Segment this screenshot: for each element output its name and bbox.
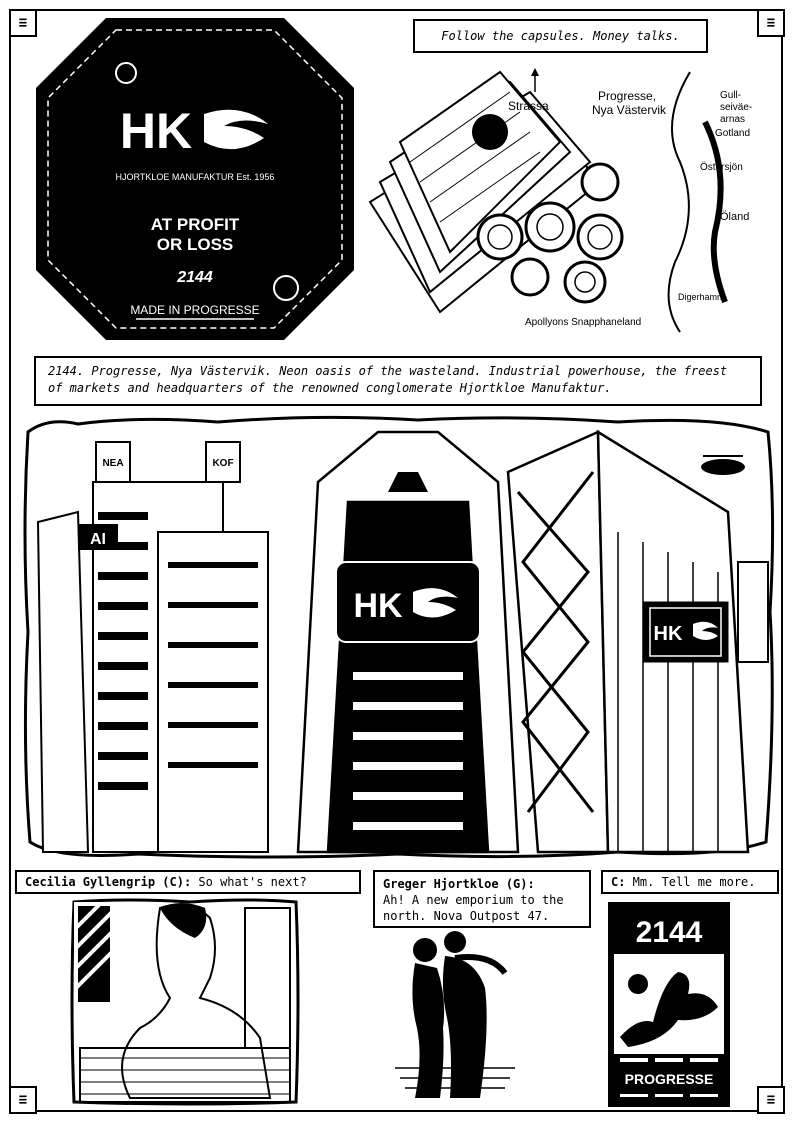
speaker-greger: Greger Hjortkloe (G): xyxy=(383,877,535,891)
speaker-c: C: xyxy=(611,875,626,889)
progresse-poster-panel: 2144 PROGRESSE xyxy=(608,902,730,1107)
map-label-apollyon: Apollyons Snapphaneland xyxy=(525,317,641,328)
sign-kof-icon xyxy=(205,441,241,483)
logo-slogan-1: AT PROFIT xyxy=(151,215,240,234)
sign-nea-label: NEA xyxy=(102,458,123,469)
corner-glyph: ≡ xyxy=(18,1092,28,1108)
dialogue-greger-text: Ah! A new emporium to the north. Nova Ou… xyxy=(383,893,564,923)
map-label-gull-3: arnas xyxy=(720,114,745,125)
corner-marker-top-right: ≡ xyxy=(757,9,785,37)
corner-glyph: ≡ xyxy=(766,1092,776,1108)
logo-made-in: MADE IN PROGRESSE xyxy=(130,303,259,317)
couple-silhouette-icon xyxy=(395,931,515,1098)
corner-marker-bottom-left: ≡ xyxy=(9,1086,37,1114)
caption-progresse-intro: 2144. Progresse, Nya Västervik. Neon oas… xyxy=(34,356,762,406)
map-label-gotland: Gotland xyxy=(715,128,750,139)
corner-marker-bottom-right: ≡ xyxy=(757,1086,785,1114)
sign-ai-icon: AI xyxy=(78,524,118,550)
map-label-nya-vastervik: Nya Västervik xyxy=(592,103,667,117)
sign-kof-label: KOF xyxy=(212,458,233,469)
billboard-logo-text: HK xyxy=(654,623,683,645)
map-label-ostersjon: Östersjön xyxy=(700,161,743,173)
page-frame xyxy=(9,9,783,1112)
central-hq-tower-icon xyxy=(296,430,520,854)
island-oland-icon xyxy=(702,120,728,304)
flying-vehicle-icon xyxy=(701,455,745,475)
dialogue-c-text: Mm. Tell me more. xyxy=(625,875,756,889)
logo-year: 2144 xyxy=(176,269,213,286)
left-tower-icon xyxy=(36,481,269,853)
poster-year-text: 2144 xyxy=(636,916,703,949)
corner-glyph: ≡ xyxy=(18,15,28,31)
hk-billboard-icon xyxy=(642,601,729,663)
logo-emblem: HK HJORTKLOE MANUFAKTUR Est. 1956 AT PRO… xyxy=(36,18,354,340)
corner-glyph: ≡ xyxy=(766,15,776,31)
dialogue-cecilia: Cecilia Gyllengrip (C): So what's next? xyxy=(15,870,361,894)
tower-logo-text: HK xyxy=(353,587,403,625)
capsule-gears-icon xyxy=(476,162,624,304)
map-label-gull-1: Gull- xyxy=(720,90,741,101)
map-label-digerhamn: Digerhamn xyxy=(678,292,722,302)
sign-nea-icon xyxy=(95,441,131,483)
map-label-strassa: Strässa xyxy=(508,99,549,113)
portrait-cecilia-icon xyxy=(70,898,300,1106)
portrait-cecilia-panel xyxy=(70,898,300,1106)
dialogue-greger: Greger Hjortkloe (G): Ah! A new emporium… xyxy=(373,870,591,928)
speaker-cecilia: Cecilia Gyllengrip (C): xyxy=(25,875,192,889)
tower-eye-icon xyxy=(413,588,458,618)
dialogue-cecilia-text: So what's next? xyxy=(191,875,307,889)
logo-panel: HK HJORTKLOE MANUFAKTUR Est. 1956 AT PRO… xyxy=(36,18,354,340)
logo-brand: HK xyxy=(120,103,192,159)
sign-ai-label: AI xyxy=(90,531,106,548)
logo-subtitle: HJORTKLOE MANUFAKTUR Est. 1956 xyxy=(116,172,275,182)
dialogue-c-reply: C: Mm. Tell me more. xyxy=(601,870,779,894)
city-skyline-panel: AI NEA KOF HK xyxy=(18,412,778,862)
corner-marker-top-left: ≡ xyxy=(9,9,37,37)
map-label-oland: Öland xyxy=(720,211,749,223)
poster-name-text: PROGRESSE xyxy=(625,1071,714,1087)
map-label-gull-2: seiväe- xyxy=(720,102,752,113)
money-map-illustration: Strässa Progresse, Nya Västervik Gull- s… xyxy=(360,62,770,340)
couple-silhouette-panel xyxy=(395,928,515,1103)
eye-logo-icon xyxy=(204,109,268,150)
progresse-poster-icon: 2144 PROGRESSE xyxy=(608,902,730,1107)
map-label-progresse: Progresse, xyxy=(598,89,656,103)
coastline-icon xyxy=(667,71,691,333)
caption-follow-capsules: Follow the capsules. Money talks. xyxy=(413,19,708,53)
logo-slogan-2: OR LOSS xyxy=(157,235,234,254)
